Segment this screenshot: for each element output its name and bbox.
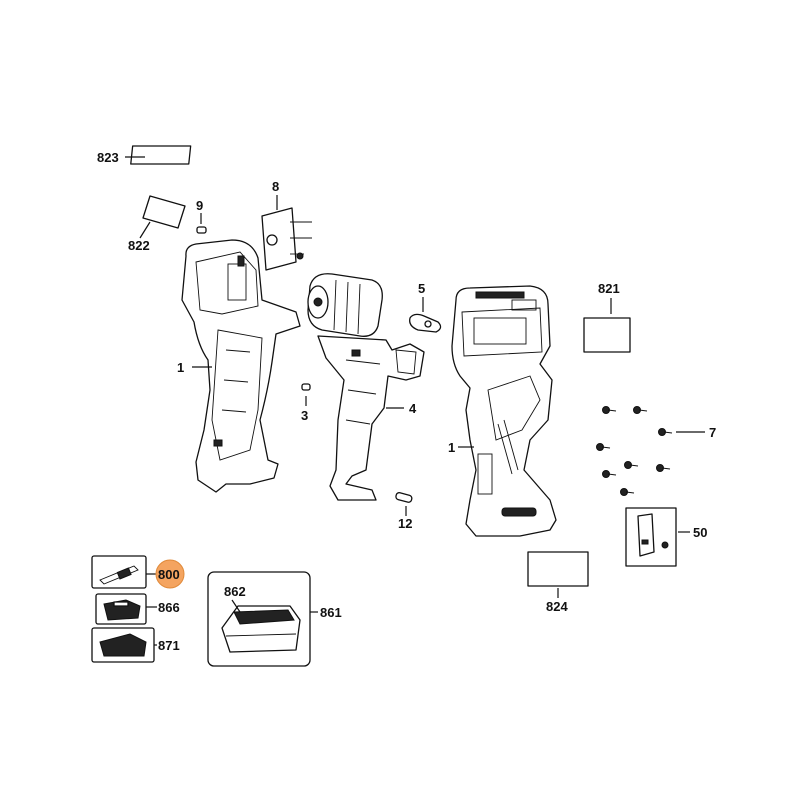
part-1-left-housing[interactable]: 1 [177, 239, 301, 493]
callout-1-left: 1 [177, 360, 184, 375]
part-3-pin[interactable]: 3 [301, 383, 311, 423]
callout-3: 3 [301, 408, 308, 423]
callout-800: 800 [158, 567, 180, 582]
callout-821: 821 [598, 281, 620, 296]
part-871-charger[interactable]: 871 [91, 627, 180, 663]
callout-824: 824 [546, 599, 568, 614]
part-9-screw[interactable]: 9 [196, 198, 207, 234]
callout-4: 4 [409, 401, 417, 416]
callout-12: 12 [398, 516, 412, 531]
part-7-screws[interactable]: 7 [596, 406, 717, 496]
callout-5: 5 [418, 281, 425, 296]
part-800-bit-holder[interactable]: 800 [91, 555, 185, 589]
part-5-contact-plate[interactable]: 5 [409, 281, 442, 333]
highlight-badge-800[interactable] [155, 559, 185, 589]
part-12-pin[interactable]: 12 [395, 492, 413, 531]
callout-822: 822 [128, 238, 150, 253]
callout-866: 866 [158, 600, 180, 615]
part-4-switch-assembly[interactable]: 4 [317, 335, 425, 501]
callout-871: 871 [158, 638, 180, 653]
part-824-manual[interactable]: 824 [527, 551, 589, 614]
part-823-label-strip[interactable]: 823 [97, 145, 192, 165]
motor-assembly[interactable] [307, 273, 383, 337]
part-866-battery[interactable]: 866 [95, 593, 180, 625]
part-8-circuit-board[interactable]: 8 [261, 179, 312, 271]
part-822-label[interactable]: 822 [128, 195, 186, 253]
callout-861: 861 [320, 605, 342, 620]
part-821-label[interactable]: 821 [583, 281, 631, 353]
callout-1-right: 1 [448, 440, 455, 455]
part-1-right-housing[interactable]: 1 [448, 285, 557, 537]
callout-50: 50 [693, 525, 707, 540]
part-50-belt-clip[interactable]: 50 [625, 507, 707, 567]
callout-7: 7 [709, 425, 716, 440]
callout-823: 823 [97, 150, 119, 165]
callout-8: 8 [272, 179, 279, 194]
part-861-carry-case[interactable]: 861 862 [207, 571, 342, 667]
callout-9: 9 [196, 198, 203, 213]
callout-862: 862 [224, 584, 246, 599]
